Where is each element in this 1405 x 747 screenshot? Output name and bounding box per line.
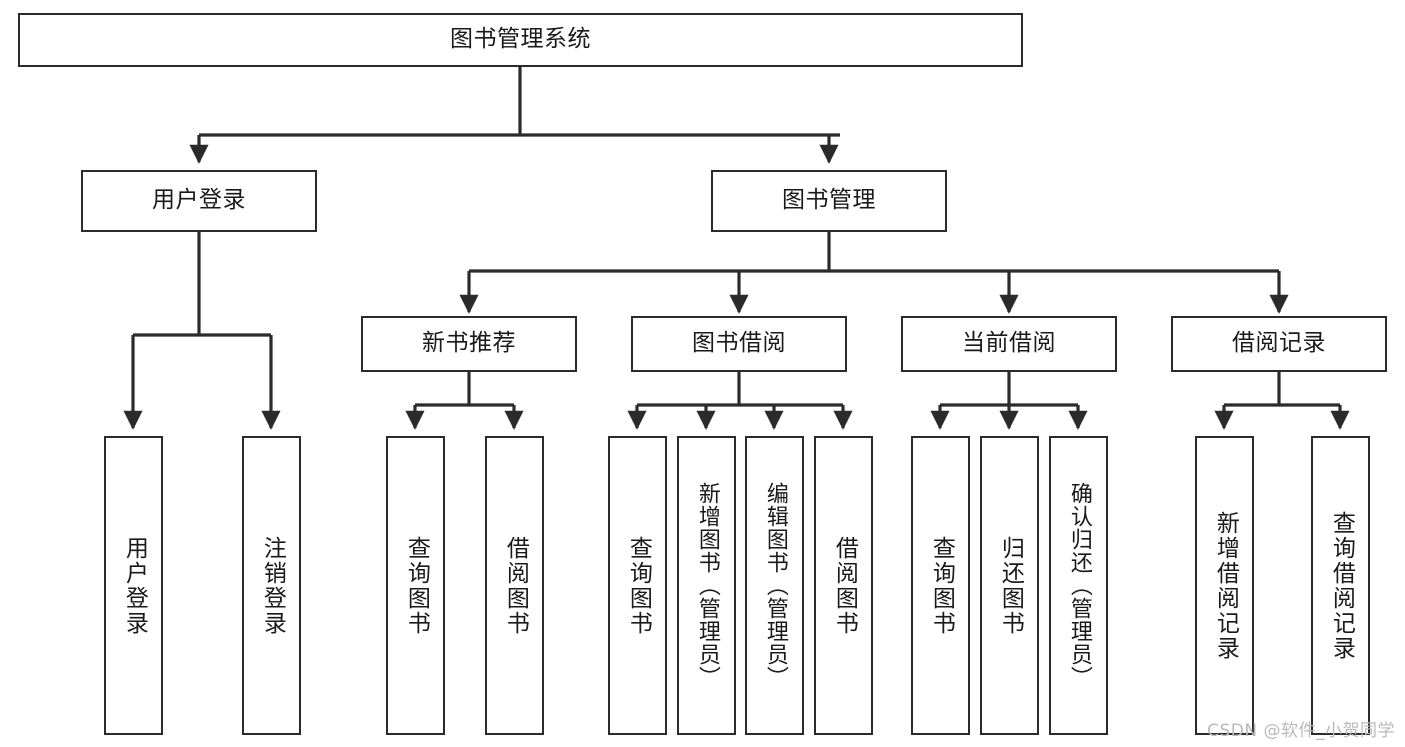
node-new-book-recommend-label: 新书推荐 (422, 330, 516, 357)
leaf-borrow-edit-book-label: 编辑图书（管理员） (762, 482, 788, 689)
node-book-management-label: 图书管理 (782, 187, 876, 214)
node-book-borrow-label: 图书借阅 (692, 330, 786, 357)
leaf-new-book-query[interactable]: 查询图书 (386, 436, 445, 735)
node-root-system-label: 图书管理系统 (450, 26, 591, 53)
leaf-current-return-book-label: 归还图书 (997, 535, 1024, 636)
leaf-user-login-signout[interactable]: 注销登录 (242, 436, 301, 735)
leaf-borrow-add-book[interactable]: 新增图书（管理员） (677, 436, 736, 735)
leaf-user-login-signin[interactable]: 用户登录 (104, 436, 163, 735)
node-borrow-record-label: 借阅记录 (1232, 330, 1326, 357)
leaf-borrow-add-book-label: 新增图书（管理员） (694, 482, 720, 689)
leaf-current-confirm-return[interactable]: 确认归还（管理员） (1049, 436, 1108, 735)
leaf-user-login-signin-label: 用户登录 (121, 535, 148, 636)
leaf-record-add[interactable]: 新增借阅记录 (1195, 436, 1254, 735)
node-current-borrow-label: 当前借阅 (962, 330, 1056, 357)
leaf-borrow-query-book[interactable]: 查询图书 (608, 436, 667, 735)
leaf-current-query-book-label: 查询图书 (928, 535, 955, 636)
node-new-book-recommend[interactable]: 新书推荐 (361, 316, 577, 372)
node-user-login[interactable]: 用户登录 (81, 170, 317, 232)
leaf-current-query-book[interactable]: 查询图书 (911, 436, 970, 735)
leaf-borrow-borrow-book[interactable]: 借阅图书 (814, 436, 873, 735)
node-book-borrow[interactable]: 图书借阅 (631, 316, 847, 372)
leaf-user-login-signout-label: 注销登录 (259, 535, 286, 636)
leaf-borrow-edit-book[interactable]: 编辑图书（管理员） (745, 436, 804, 735)
node-root-system[interactable]: 图书管理系统 (18, 13, 1023, 67)
leaf-current-return-book[interactable]: 归还图书 (980, 436, 1039, 735)
node-book-management[interactable]: 图书管理 (711, 170, 947, 232)
leaf-borrow-borrow-book-label: 借阅图书 (831, 535, 858, 636)
node-user-login-label: 用户登录 (152, 187, 246, 214)
leaf-current-confirm-return-label: 确认归还（管理员） (1066, 482, 1092, 689)
leaf-record-query[interactable]: 查询借阅记录 (1311, 436, 1370, 735)
leaf-new-book-borrow-label: 借阅图书 (502, 535, 529, 636)
leaf-new-book-query-label: 查询图书 (403, 535, 430, 636)
leaf-record-add-label: 新增借阅记录 (1212, 510, 1239, 661)
leaf-new-book-borrow[interactable]: 借阅图书 (485, 436, 544, 735)
node-current-borrow[interactable]: 当前借阅 (901, 316, 1117, 372)
leaf-record-query-label: 查询借阅记录 (1328, 510, 1355, 661)
node-borrow-record[interactable]: 借阅记录 (1171, 316, 1387, 372)
leaf-borrow-query-book-label: 查询图书 (625, 535, 652, 636)
